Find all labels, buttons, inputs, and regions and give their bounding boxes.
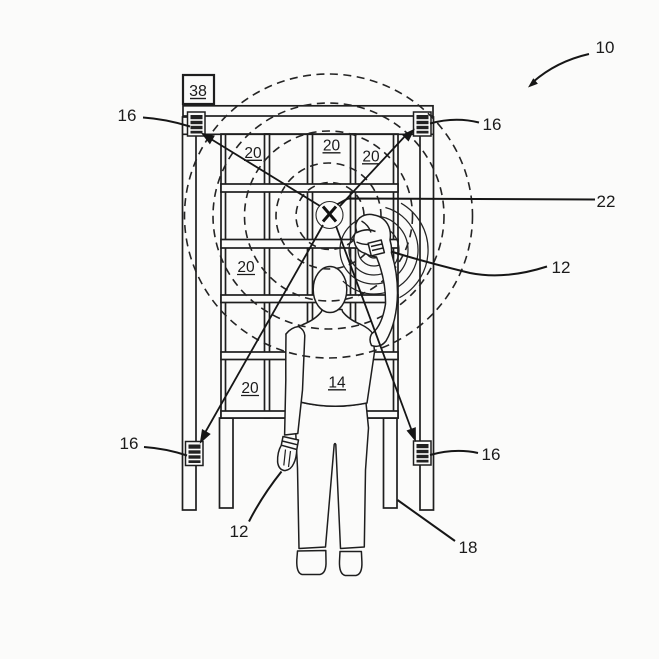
svg-text:14: 14	[328, 375, 346, 392]
svg-text:20: 20	[244, 145, 262, 162]
svg-text:12: 12	[552, 258, 571, 277]
svg-text:22: 22	[597, 192, 616, 211]
svg-text:16: 16	[118, 106, 137, 125]
svg-text:10: 10	[596, 38, 615, 57]
svg-text:38: 38	[189, 83, 207, 100]
svg-text:16: 16	[120, 434, 139, 453]
svg-text:12: 12	[230, 522, 249, 541]
svg-text:20: 20	[237, 259, 255, 276]
svg-text:20: 20	[323, 138, 341, 155]
svg-text:18: 18	[459, 538, 478, 557]
svg-text:20: 20	[362, 149, 380, 166]
svg-text:16: 16	[482, 445, 501, 464]
svg-text:16: 16	[483, 115, 502, 134]
svg-text:20: 20	[241, 380, 259, 397]
